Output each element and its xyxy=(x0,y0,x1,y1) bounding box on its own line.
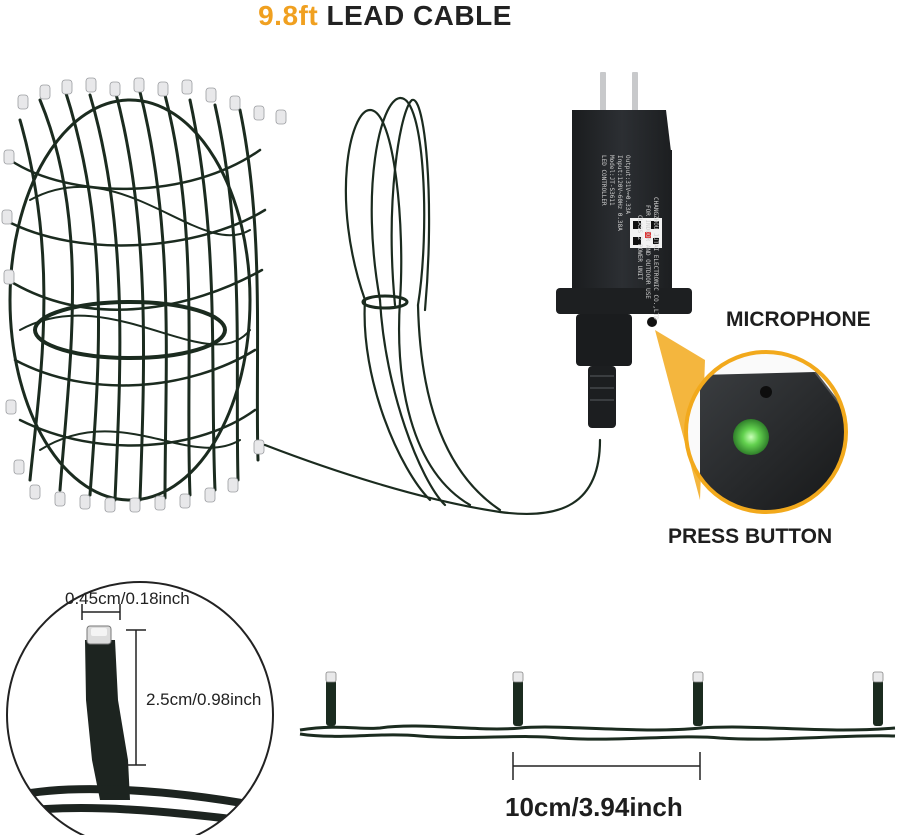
adapter-label-line-2: Model:JT-S3611 xyxy=(608,155,615,206)
power-plug-icon xyxy=(600,72,606,112)
led-bulbs xyxy=(1,77,287,513)
press-button-label: PRESS BUTTON xyxy=(668,525,833,548)
bulb-spacing-string xyxy=(299,671,896,780)
button-callout xyxy=(655,330,848,514)
microphone-hole-icon xyxy=(760,386,772,398)
adapter-label-line-5: CLASS 2 POWER UNIT xyxy=(636,215,643,280)
bulb-diameter-label: 0.45cm/0.18inch xyxy=(65,589,190,608)
light-string-bundle xyxy=(3,88,267,502)
adapter-label-line-4: Output:31V⎓0.33A xyxy=(624,155,631,214)
adapter-label-line-1: LED CONTROLLER xyxy=(600,155,607,206)
press-button-icon[interactable] xyxy=(733,419,769,455)
adapter-label-line-6: FOR INDOOR AND OUTDOOR USE xyxy=(644,205,651,299)
adapter-label-line-7: CHANGZHOU JUTAI ELECTRONIC CO.,LTD xyxy=(652,197,659,320)
adapter-label-line-3: Input:120V~60Hz 0.38A xyxy=(616,155,623,231)
lead-cable-title: 9.8ft LEAD CABLE xyxy=(0,0,770,32)
lead-cable xyxy=(263,96,602,516)
lead-cable-length: 9.8ft xyxy=(258,0,319,31)
controller-adapter: LED CONTROLLER Model:JT-S3611 Input:120V… xyxy=(556,72,692,428)
bulb-spacing-label: 10cm/3.94inch xyxy=(505,792,683,822)
bulb-length-label: 2.5cm/0.98inch xyxy=(146,690,262,709)
microphone-label: MICROPHONE xyxy=(726,308,871,331)
lead-cable-text: LEAD CABLE xyxy=(318,0,512,31)
